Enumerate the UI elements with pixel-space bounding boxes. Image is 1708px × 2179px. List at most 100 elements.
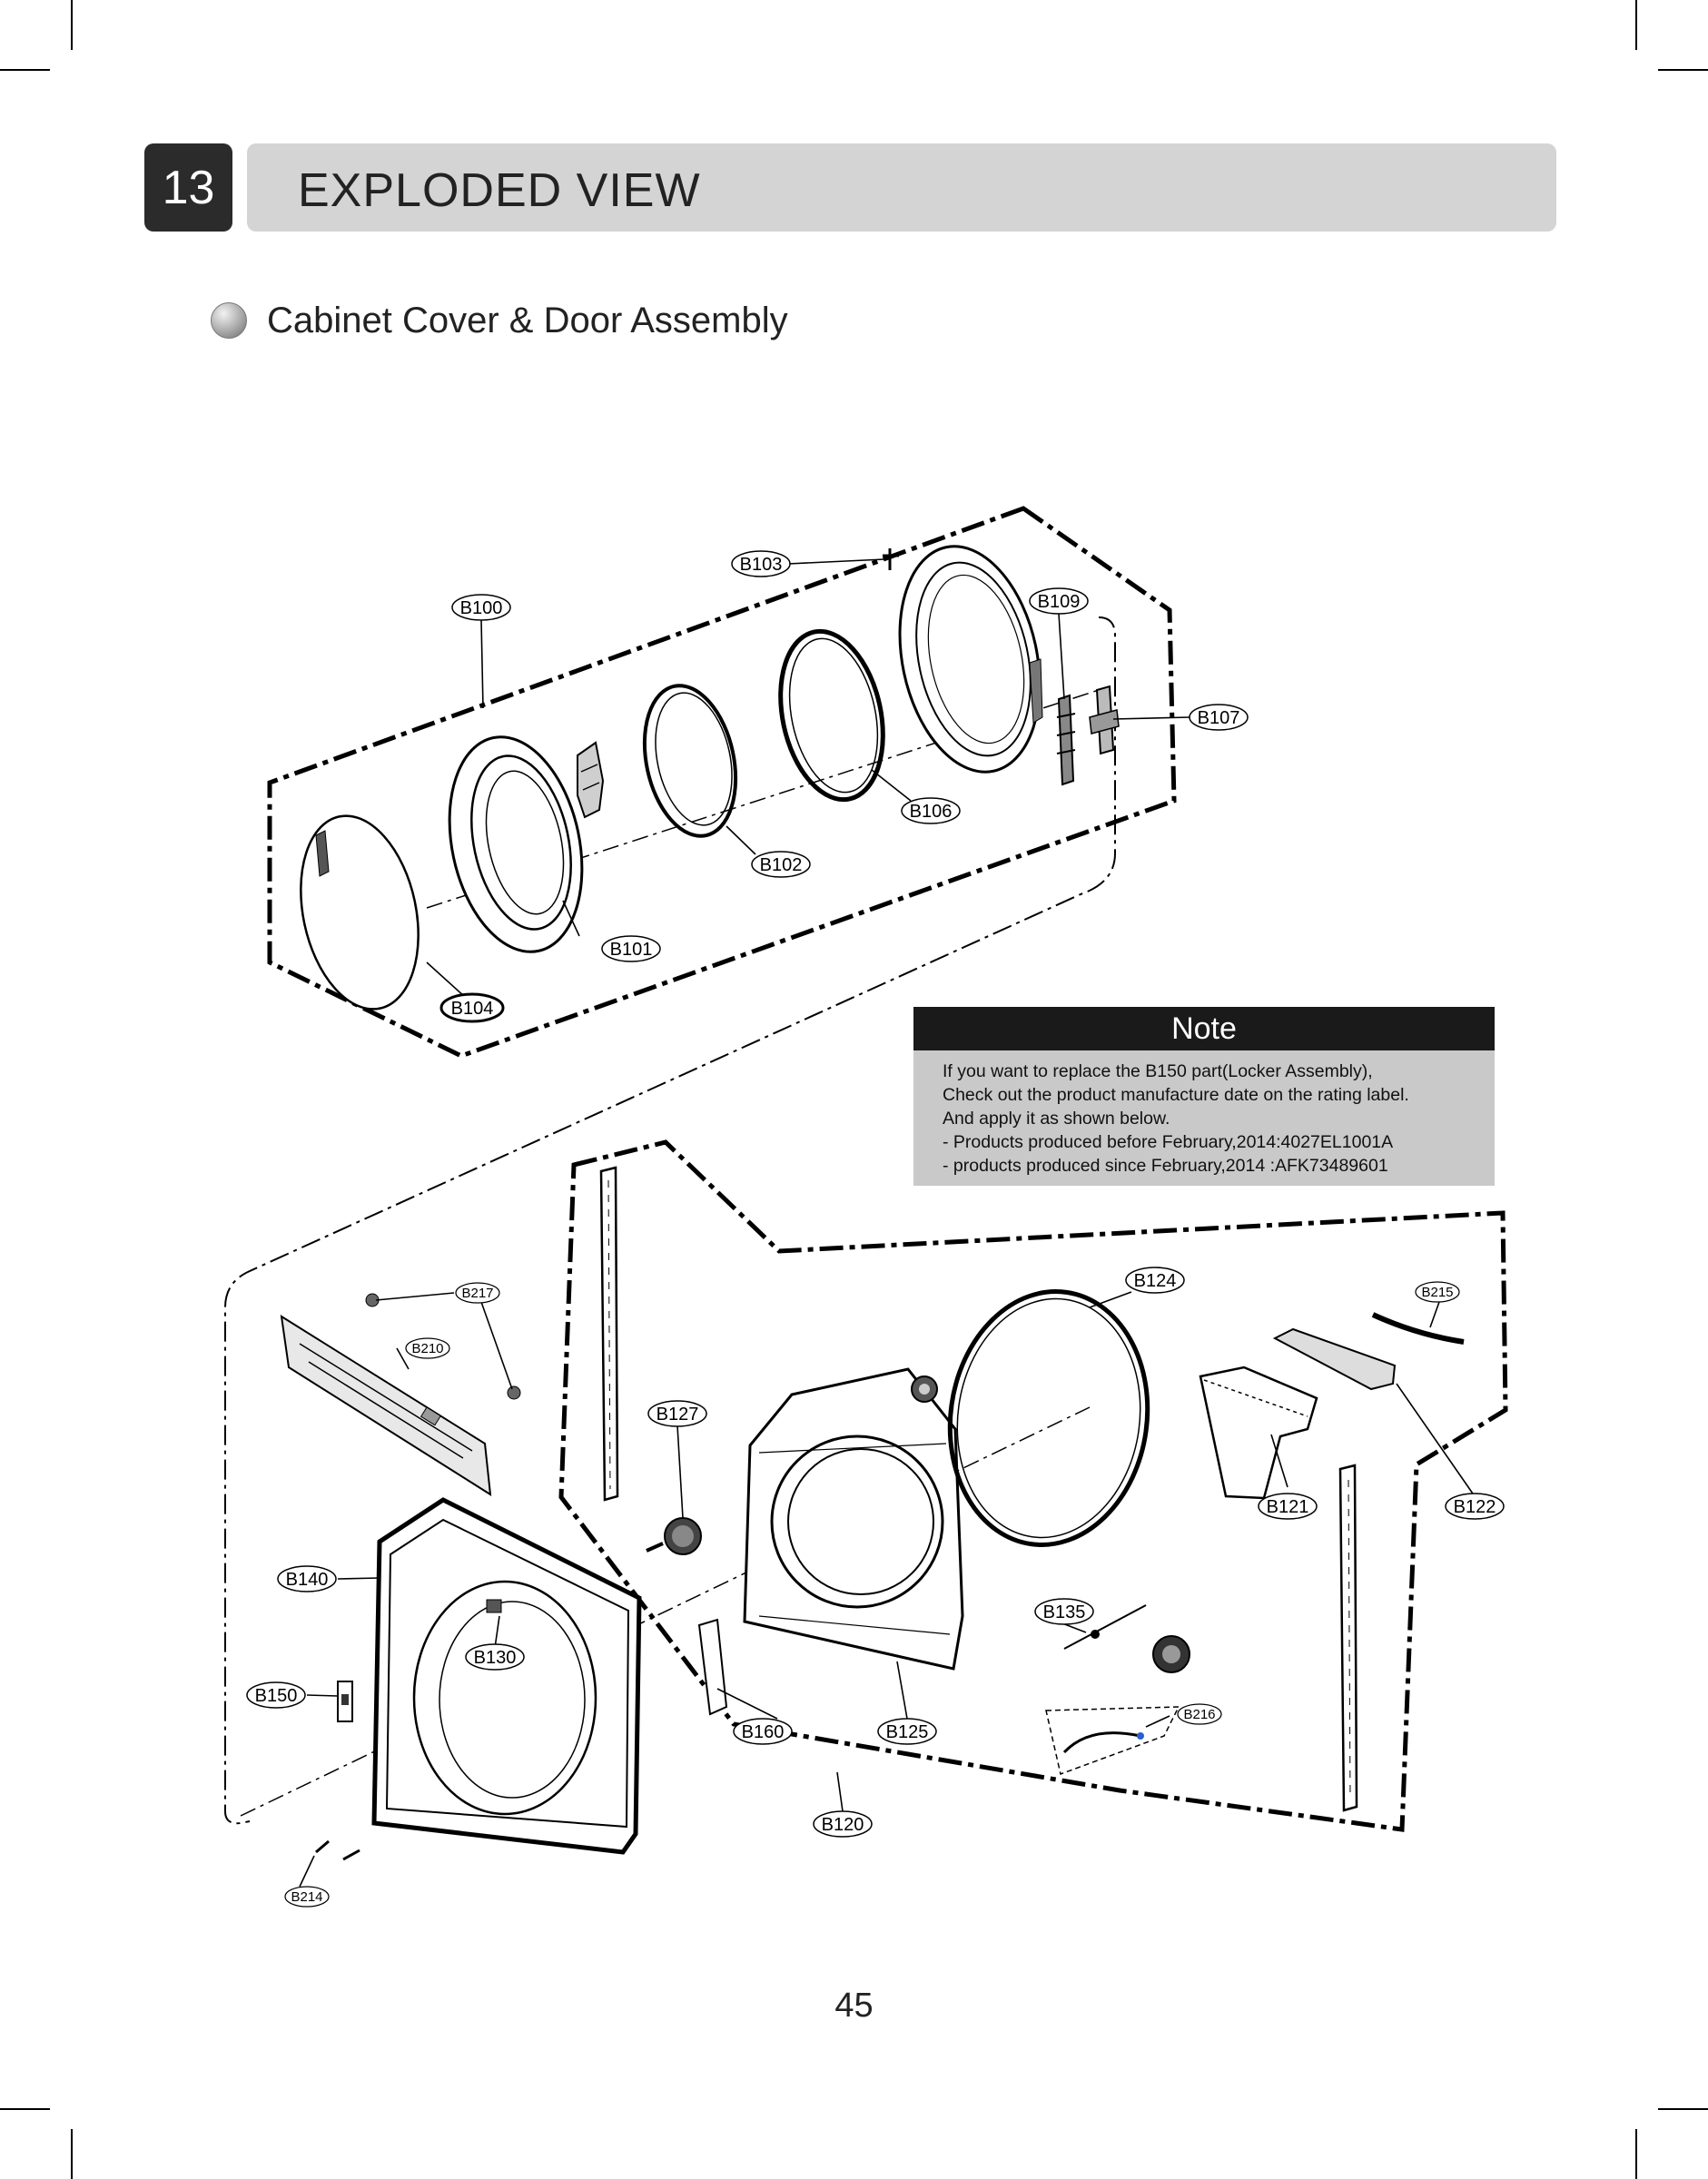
- bullet-icon: [211, 302, 247, 339]
- left-rail-part: [599, 1166, 619, 1502]
- part-label-b160: B160: [733, 1718, 793, 1745]
- svg-text:B217: B217: [461, 1286, 493, 1301]
- svg-text:B210: B210: [411, 1341, 443, 1356]
- door-gasket-part: [778, 628, 885, 803]
- crop-mark: [1635, 2129, 1637, 2179]
- crop-mark: [71, 2129, 73, 2179]
- svg-text:B125: B125: [886, 1722, 929, 1742]
- door-frame-part: [448, 735, 584, 953]
- crop-mark: [71, 0, 73, 50]
- part-label-b135: B135: [1034, 1598, 1094, 1625]
- cabinet-cover-part: [371, 1497, 642, 1855]
- part-label-b217: B217: [455, 1282, 500, 1304]
- screw-part: [315, 1839, 360, 1861]
- door-pin-part: [883, 548, 899, 570]
- part-label-b102: B102: [751, 851, 811, 878]
- svg-text:B104: B104: [451, 999, 494, 1019]
- svg-text:B160: B160: [742, 1722, 785, 1742]
- note-line: Check out the product manufacture date o…: [943, 1085, 1409, 1105]
- note-line: And apply it as shown below.: [943, 1109, 1170, 1129]
- part-label-b107: B107: [1189, 704, 1249, 731]
- harness-part: [1045, 1706, 1180, 1775]
- part-label-b124: B124: [1125, 1267, 1185, 1294]
- svg-text:B120: B120: [822, 1815, 864, 1835]
- chapter-title: EXPLODED VIEW: [298, 164, 701, 217]
- svg-text:B127: B127: [657, 1405, 699, 1425]
- cabinet-front-outline: [558, 1139, 1508, 1832]
- part-label-b109: B109: [1029, 587, 1089, 615]
- part-label-b140: B140: [277, 1565, 337, 1592]
- svg-text:B102: B102: [760, 855, 803, 875]
- door-latch-part: [1089, 685, 1120, 755]
- part-label-b106: B106: [901, 797, 961, 824]
- svg-text:B150: B150: [255, 1686, 298, 1706]
- crop-mark: [0, 69, 50, 71]
- part-label-b127: B127: [647, 1400, 707, 1427]
- note-line: - products produced since February,2014 …: [943, 1156, 1388, 1176]
- seal-strip-part: [1371, 1312, 1465, 1345]
- right-rail-part: [1338, 1464, 1358, 1812]
- door-assembly-outline: [267, 506, 1177, 1059]
- section-heading: Cabinet Cover & Door Assembly: [211, 298, 788, 343]
- svg-text:B122: B122: [1454, 1497, 1496, 1517]
- crop-mark: [1635, 0, 1637, 50]
- bearing-pad-part: [911, 1375, 938, 1403]
- door-hinge-part: [577, 741, 605, 819]
- note-box: Note If you want to replace the B150 par…: [913, 1007, 1495, 1186]
- svg-text:B121: B121: [1267, 1497, 1309, 1517]
- chapter-title-bar: EXPLODED VIEW: [247, 143, 1556, 232]
- crop-mark: [1658, 69, 1708, 71]
- page-number: 45: [834, 1987, 874, 2025]
- part-label-b120: B120: [813, 1810, 873, 1838]
- svg-text:B124: B124: [1134, 1271, 1177, 1291]
- part-label-b104: B104: [439, 992, 505, 1023]
- svg-text:B135: B135: [1043, 1602, 1086, 1622]
- crop-mark: [0, 2108, 50, 2110]
- note-line: If you want to replace the B150 part(Loc…: [943, 1061, 1373, 1081]
- svg-text:B215: B215: [1421, 1285, 1453, 1300]
- note-body: If you want to replace the B150 part(Loc…: [913, 1050, 1495, 1186]
- svg-text:B214: B214: [291, 1889, 322, 1905]
- svg-text:B140: B140: [286, 1570, 329, 1590]
- clip-part: [365, 1293, 521, 1400]
- bracket-part: [697, 1618, 728, 1716]
- svg-text:B109: B109: [1038, 592, 1081, 612]
- door-outer-glass-part: [300, 814, 420, 1011]
- part-label-b101: B101: [601, 935, 661, 962]
- part-label-b216: B216: [1177, 1703, 1222, 1725]
- crop-mark: [1658, 2108, 1708, 2110]
- svg-text:B103: B103: [740, 555, 783, 575]
- svg-text:B100: B100: [460, 598, 503, 618]
- door-inner-cover-part: [898, 545, 1043, 774]
- door-hinge-bracket-part: [1056, 694, 1076, 786]
- door-inner-ring-part: [642, 684, 738, 838]
- part-label-b121: B121: [1258, 1493, 1318, 1520]
- part-label-b122: B122: [1445, 1493, 1505, 1520]
- svg-text:B216: B216: [1183, 1707, 1215, 1722]
- control-bracket-part: [280, 1315, 492, 1496]
- part-label-b130: B130: [465, 1643, 525, 1671]
- locker-part: [337, 1681, 353, 1722]
- filter-part: [1199, 1366, 1318, 1500]
- part-label-b100: B100: [451, 594, 511, 621]
- front-frame-part: [743, 1367, 964, 1671]
- svg-text:B101: B101: [610, 940, 653, 960]
- note-heading: Note: [913, 1007, 1495, 1050]
- section-title: Cabinet Cover & Door Assembly: [267, 300, 788, 340]
- svg-text:B130: B130: [474, 1648, 517, 1668]
- chapter-number: 13: [144, 143, 232, 232]
- svg-text:B107: B107: [1198, 708, 1240, 728]
- note-line: - Products produced before February,2014…: [943, 1132, 1394, 1152]
- part-label-b150: B150: [246, 1681, 306, 1709]
- duct-part: [1272, 1327, 1397, 1391]
- front-gasket-part: [947, 1289, 1150, 1547]
- svg-text:B106: B106: [910, 802, 953, 822]
- lamp-part: [646, 1517, 702, 1555]
- part-label-b125: B125: [877, 1718, 937, 1745]
- part-label-b214: B214: [284, 1886, 330, 1908]
- leader-lines: [299, 558, 1476, 1888]
- part-label-b103: B103: [731, 550, 791, 577]
- part-label-b210: B210: [405, 1337, 450, 1359]
- assembly-link-line: [224, 616, 1116, 1825]
